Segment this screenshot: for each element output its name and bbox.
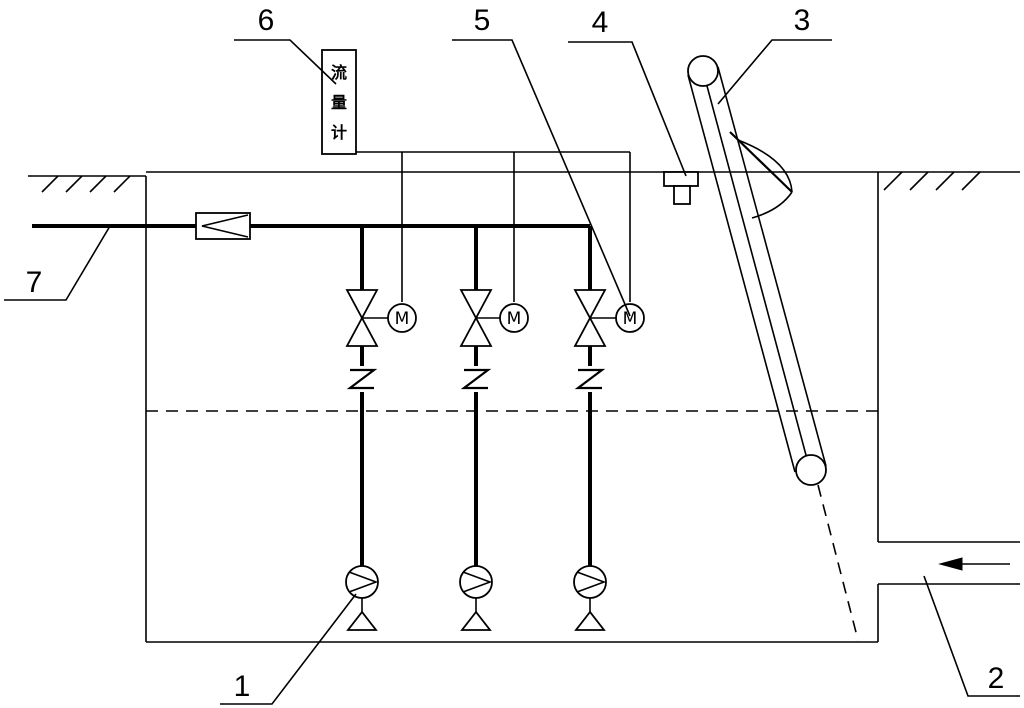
- pump-branch-2: M: [459, 226, 529, 631]
- label-outlet: 7: [26, 266, 43, 299]
- pump-3: [573, 565, 607, 599]
- label-pump: 1: [234, 670, 251, 703]
- ground-surface: [28, 171, 1020, 193]
- motor-1-letter: M: [395, 309, 410, 329]
- motor-1: [387, 303, 417, 333]
- pump-2: [459, 565, 493, 599]
- flowmeter-char-1: 流: [331, 63, 347, 82]
- outlet-main-pipe: [32, 212, 592, 282]
- top-roller: [687, 55, 719, 87]
- motor-3-letter: M: [623, 309, 638, 329]
- pump-branch-3: M: [573, 282, 645, 631]
- leader-7: [4, 225, 111, 301]
- ground-hatch-left: [41, 175, 131, 193]
- bottom-roller: [795, 454, 827, 486]
- label-valve: 5: [474, 4, 491, 37]
- flowmeter: 流 量 计: [321, 49, 357, 155]
- leader-5: [452, 39, 631, 317]
- flowmeter-char-3: 计: [331, 123, 347, 142]
- leader-6: [234, 39, 337, 85]
- leader-1: [220, 593, 357, 705]
- ground-hatch-right: [883, 171, 981, 191]
- signal-wiring: [356, 151, 631, 302]
- sump-tank: [145, 172, 879, 643]
- flowmeter-char-2: 量: [331, 93, 347, 112]
- level-sensor: [663, 171, 699, 205]
- motor-2: [499, 303, 529, 333]
- label-inlet: 2: [988, 662, 1005, 695]
- pump-branch-1: M: [345, 226, 417, 631]
- leader-3: [717, 39, 832, 105]
- motor-2-letter: M: [507, 309, 522, 329]
- motor-3: [615, 303, 645, 333]
- inlet-flow-arrow: [938, 557, 963, 571]
- screen-conveyor: [687, 55, 859, 641]
- leader-4: [568, 41, 687, 177]
- pump-1: [345, 565, 379, 599]
- leader-lines: [4, 39, 1020, 705]
- leader-2: [923, 575, 1020, 697]
- label-screen: 3: [794, 4, 811, 37]
- label-sensor: 4: [592, 6, 609, 39]
- inlet-channel: [878, 541, 1020, 585]
- label-flowmeter: 6: [258, 4, 275, 37]
